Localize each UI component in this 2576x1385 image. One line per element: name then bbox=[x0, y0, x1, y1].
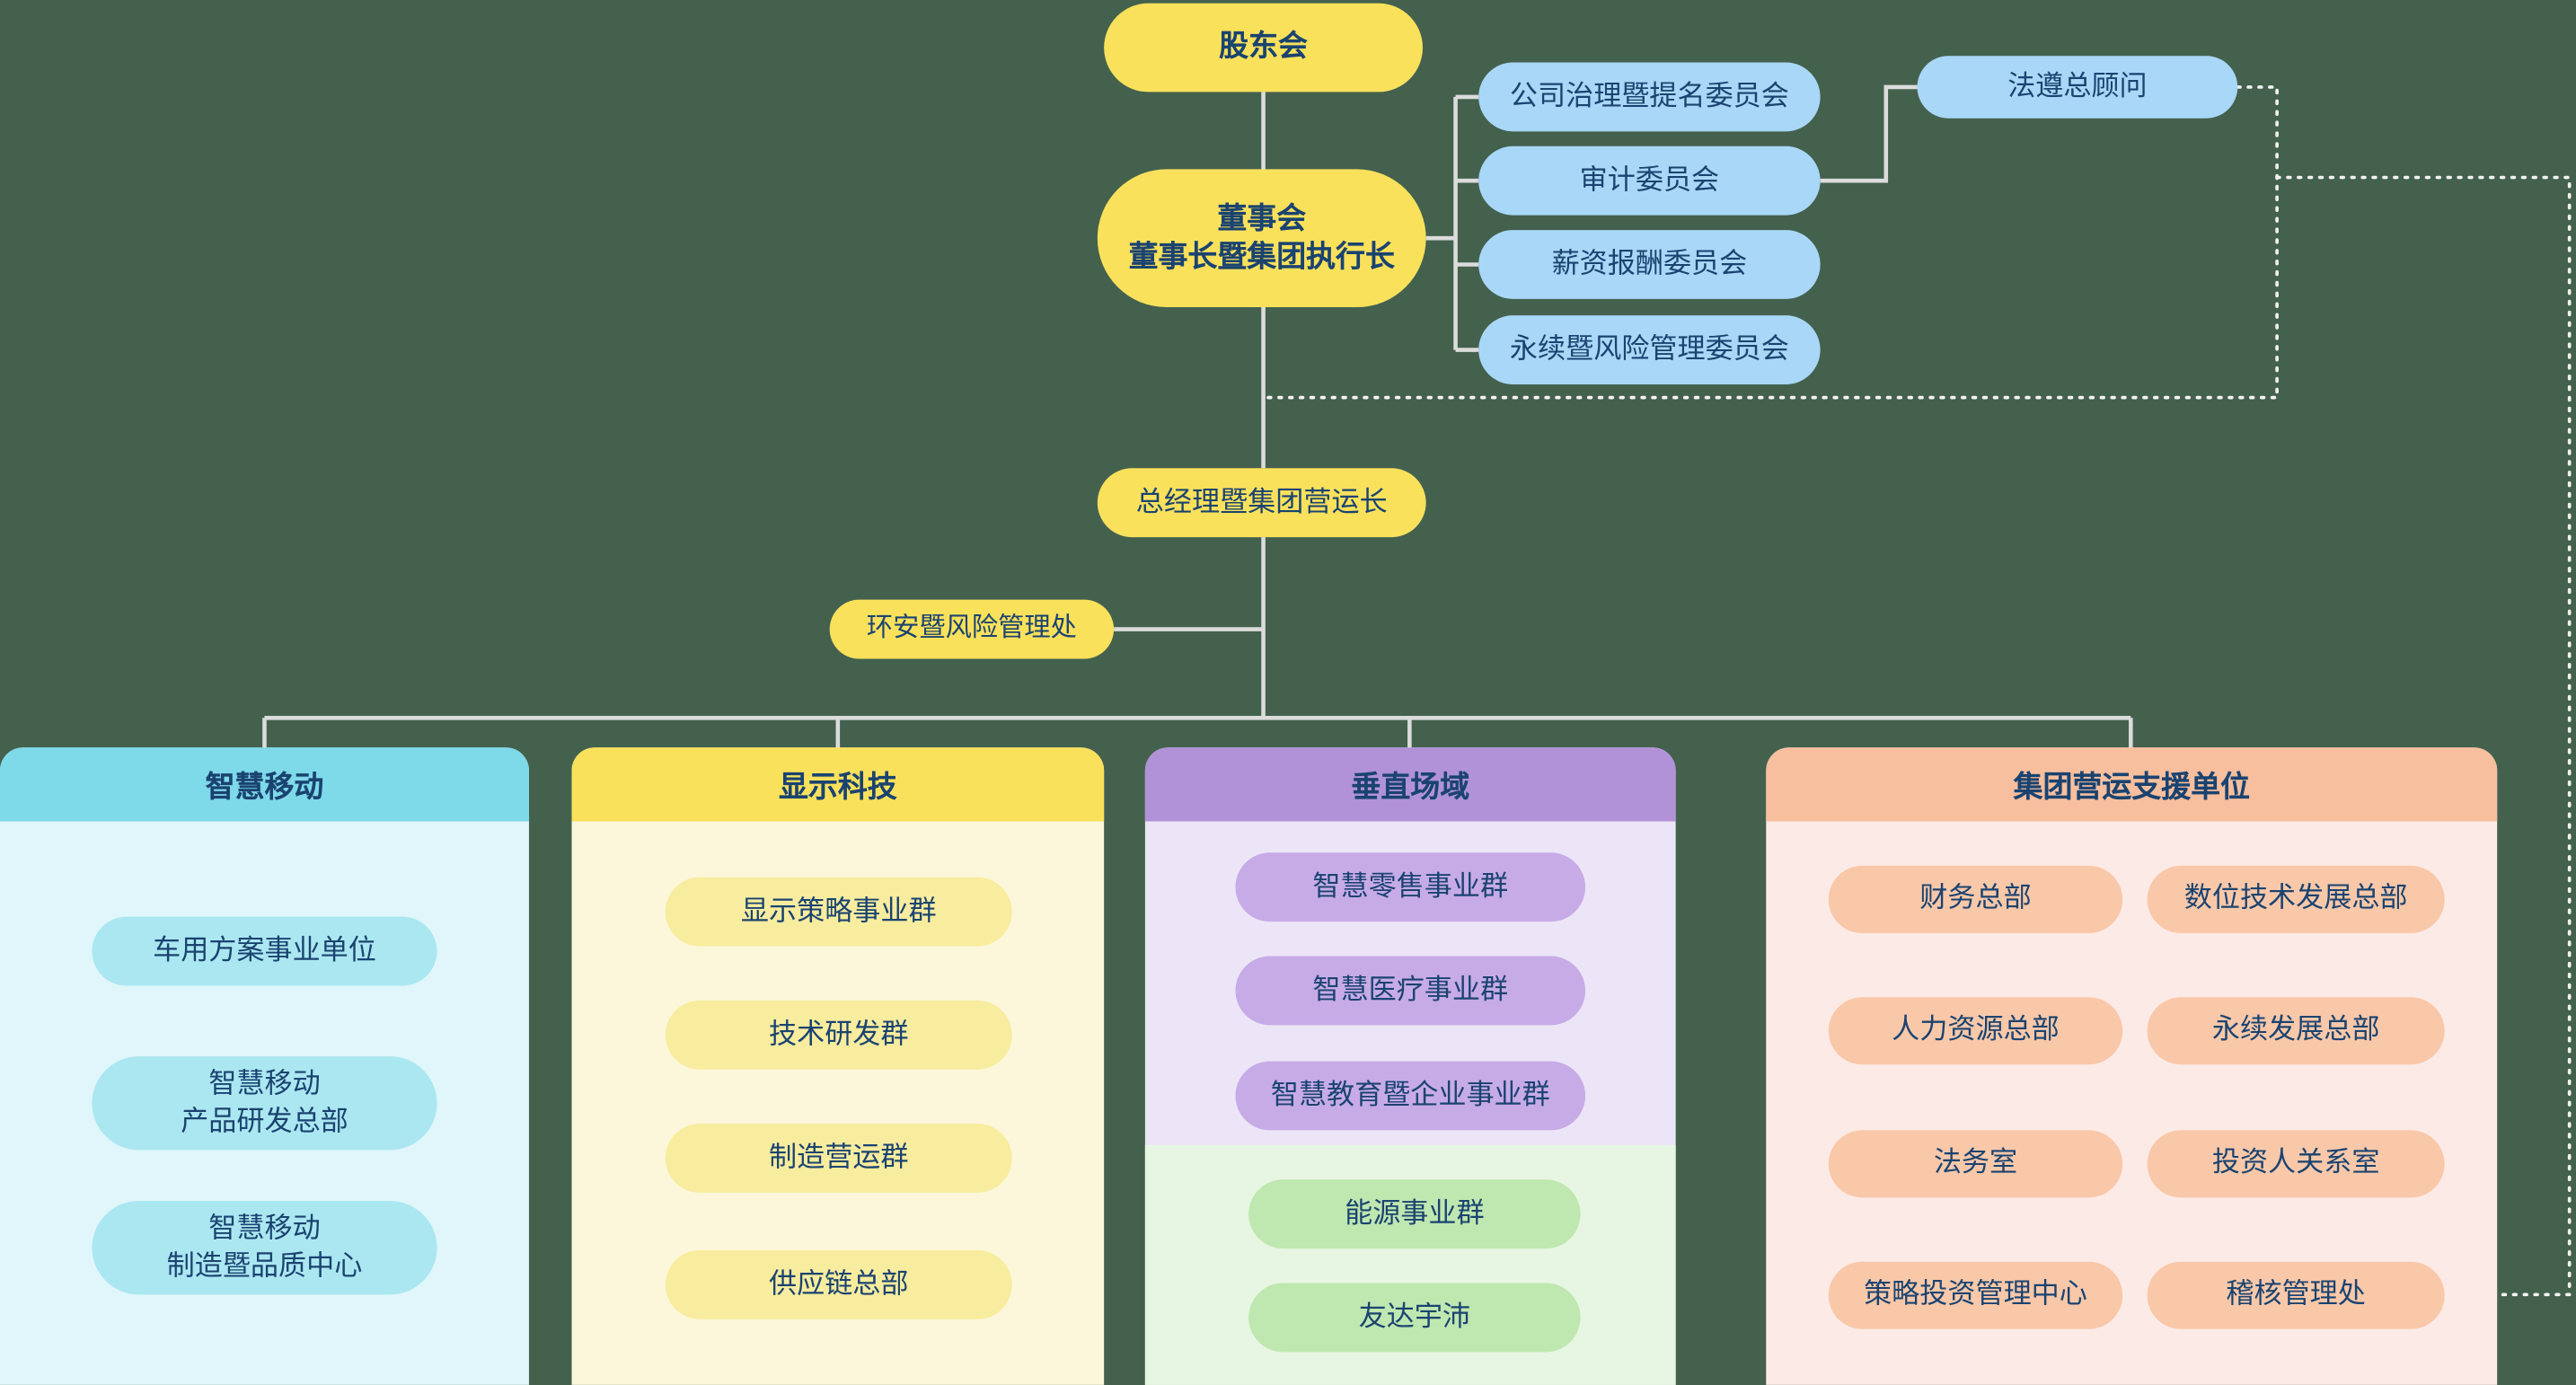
org-node-committee-sustainability-risk: 永续暨风险管理委员会 bbox=[1478, 315, 1821, 385]
org-node-label: 供应链总部 bbox=[769, 1267, 909, 1300]
org-node-label: 友达宇沛 bbox=[1358, 1301, 1471, 1333]
org-node-esh-risk: 环安暨风险管理处 bbox=[829, 599, 1115, 659]
org-node-display-strategy: 显示策略事业群 bbox=[665, 877, 1012, 947]
card-vertical-domains-title: 垂直场域 bbox=[1144, 747, 1676, 822]
org-node-label: 智慧教育暨企业事业群 bbox=[1270, 1079, 1550, 1111]
org-node-supply-chain: 供应链总部 bbox=[665, 1249, 1012, 1319]
org-node-sustainability: 永续发展总部 bbox=[2147, 997, 2445, 1065]
org-node-label: 数位技术发展总部 bbox=[2183, 883, 2408, 914]
org-node-label: 制造营运群 bbox=[769, 1142, 909, 1173]
org-node-digital-technology: 数位技术发展总部 bbox=[2147, 865, 2445, 933]
org-node-audit-division: 稽核管理处 bbox=[2147, 1261, 2445, 1329]
org-node-board: 董事会 董事长暨集团执行长 bbox=[1097, 169, 1426, 308]
org-node-label: 策略投资管理中心 bbox=[1864, 1278, 2087, 1310]
org-node-label: 智慧移动 bbox=[208, 1213, 321, 1245]
org-node-mobility-product-rd: 智慧移动 产品研发总部 bbox=[92, 1056, 437, 1151]
org-node-investor-relations: 投资人关系室 bbox=[2147, 1130, 2445, 1198]
card-smart-mobility-title: 智慧移动 bbox=[0, 747, 529, 822]
org-node-label: 人力资源总部 bbox=[1892, 1014, 2060, 1046]
org-node-mobility-mfg-quality: 智慧移动 制造暨品质中心 bbox=[92, 1201, 437, 1295]
org-node-label: 法务室 bbox=[1933, 1147, 2018, 1179]
connector-board-committees bbox=[1425, 94, 1479, 352]
org-node-label: 薪资报酬委员会 bbox=[1551, 248, 1748, 279]
org-node-label: 董事会 bbox=[1217, 201, 1307, 234]
org-node-label: 稽核管理处 bbox=[2226, 1278, 2366, 1310]
org-node-smart-retail: 智慧零售事业群 bbox=[1235, 852, 1586, 922]
org-node-label: 永续发展总部 bbox=[2211, 1014, 2380, 1046]
org-node-manufacturing-ops: 制造营运群 bbox=[665, 1124, 1012, 1193]
card-vertical-domains: 垂直场域 智慧零售事业群 智慧医疗事业群 智慧教育暨企业事业群 能源事业群 友达… bbox=[1144, 747, 1676, 1385]
card-display-tech: 显示科技 显示策略事业群 技术研发群 制造营运群 供应链总部 bbox=[571, 747, 1105, 1385]
org-node-label: 投资人关系室 bbox=[2211, 1147, 2380, 1179]
org-node-smart-medical: 智慧医疗事业群 bbox=[1235, 956, 1586, 1026]
org-node-label: 能源事业群 bbox=[1345, 1197, 1485, 1230]
org-node-label: 制造暨品质中心 bbox=[166, 1249, 363, 1281]
org-node-label: 智慧医疗事业群 bbox=[1312, 974, 1509, 1006]
org-node-technology-rd: 技术研发群 bbox=[665, 1000, 1012, 1070]
org-node-legal: 法务室 bbox=[1828, 1130, 2123, 1198]
org-node-label: 环安暨风险管理处 bbox=[866, 613, 1077, 642]
org-node-automotive-solution: 车用方案事业单位 bbox=[92, 916, 437, 986]
org-node-label: 永续暨风险管理委员会 bbox=[1509, 333, 1789, 365]
card-smart-mobility: 智慧移动 车用方案事业单位 智慧移动 产品研发总部 智慧移动 制造暨品质中心 bbox=[0, 747, 529, 1385]
connector-compliance-dotted bbox=[1263, 85, 2279, 400]
org-node-label: 公司治理暨提名委员会 bbox=[1509, 80, 1789, 112]
org-node-president: 总经理暨集团营运长 bbox=[1097, 468, 1426, 538]
org-node-label: 股东会 bbox=[1219, 30, 1308, 64]
org-node-label: 总经理暨集团营运长 bbox=[1135, 486, 1388, 518]
org-node-committee-compensation: 薪资报酬委员会 bbox=[1478, 230, 1821, 299]
org-node-auo-envirotech: 友达宇沛 bbox=[1248, 1283, 1581, 1353]
org-node-label: 车用方案事业单位 bbox=[153, 934, 376, 966]
org-node-strategic-investment: 策略投资管理中心 bbox=[1828, 1261, 2123, 1329]
connector-distribution bbox=[262, 716, 2133, 750]
org-node-label: 法遵总顾问 bbox=[2007, 70, 2148, 102]
org-node-label: 智慧零售事业群 bbox=[1312, 870, 1509, 903]
connector-audit-compliance bbox=[1820, 84, 1918, 183]
org-node-committee-governance: 公司治理暨提名委员会 bbox=[1478, 62, 1821, 132]
card-support-units: 集团营运支援单位 财务总部 人力资源总部 法务室 策略投资管理中心 数位技术发展… bbox=[1766, 747, 2498, 1385]
org-node-label: 技术研发群 bbox=[769, 1018, 909, 1050]
card-support-units-title: 集团营运支援单位 bbox=[1766, 747, 2498, 822]
org-node-finance: 财务总部 bbox=[1828, 865, 2123, 933]
org-node-shareholders: 股东会 bbox=[1104, 3, 1423, 93]
org-node-label: 财务总部 bbox=[1919, 883, 2032, 914]
org-node-committee-audit: 审计委员会 bbox=[1478, 146, 1821, 216]
org-node-energy: 能源事业群 bbox=[1248, 1179, 1581, 1249]
org-node-human-resources: 人力资源总部 bbox=[1828, 997, 2123, 1065]
org-node-smart-education-enterprise: 智慧教育暨企业事业群 bbox=[1235, 1061, 1586, 1131]
org-node-chief-compliance: 法遵总顾问 bbox=[1917, 56, 2238, 119]
org-node-label: 显示策略事业群 bbox=[740, 895, 937, 927]
org-node-label: 审计委员会 bbox=[1579, 163, 1720, 196]
org-node-label: 智慧移动 bbox=[208, 1068, 321, 1100]
card-display-tech-title: 显示科技 bbox=[571, 747, 1105, 822]
org-node-label: 董事长暨集团执行长 bbox=[1128, 240, 1395, 273]
org-node-label: 产品研发总部 bbox=[181, 1105, 348, 1136]
